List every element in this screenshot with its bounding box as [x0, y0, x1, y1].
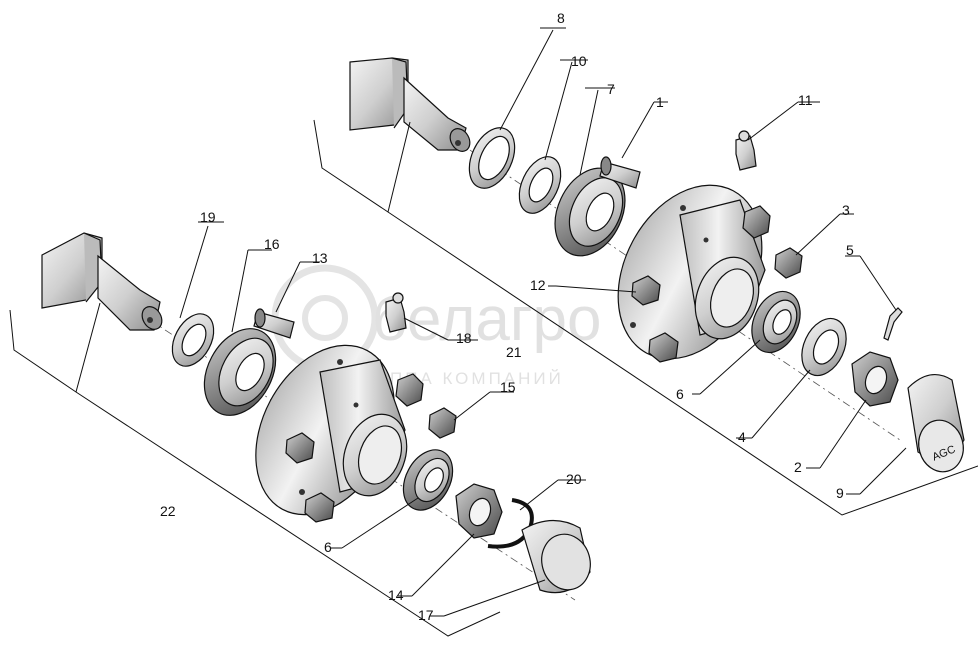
leader-9 — [859, 447, 907, 495]
label-4: 4 — [738, 429, 746, 445]
label-15: 15 — [500, 379, 516, 395]
upper-nut-3 — [774, 247, 803, 279]
label-16: 16 — [264, 236, 280, 252]
leader-7 — [579, 89, 599, 176]
upper-stud-1 — [599, 156, 641, 189]
leader-15 — [453, 391, 491, 421]
lower-assembly — [41, 232, 591, 601]
leader-2 — [819, 399, 867, 469]
label-19: 19 — [200, 209, 216, 225]
leader-16 — [231, 249, 249, 333]
leader-6-lower — [341, 497, 419, 549]
lower-castle-nut-14 — [455, 483, 503, 539]
leader-19 — [179, 225, 209, 319]
lower-bearing-16 — [203, 328, 277, 416]
leader-17 — [443, 579, 546, 617]
upper-washer-4 — [801, 317, 847, 377]
lower-bracket-tick — [75, 302, 101, 393]
leader-20 — [519, 479, 559, 511]
label-14: 14 — [388, 587, 404, 603]
label-11: 11 — [798, 92, 813, 108]
upper-seal-8 — [468, 127, 516, 189]
label-13: 13 — [312, 250, 328, 266]
label-5: 5 — [846, 242, 854, 258]
lower-stud-13 — [253, 308, 295, 339]
label-17: 17 — [418, 607, 434, 623]
upper-spindle — [349, 57, 471, 152]
lower-spindle — [41, 232, 163, 331]
upper-bearing-7 — [554, 167, 626, 257]
upper-bearing-6 — [751, 290, 801, 354]
upper-hub-nuts-12 — [631, 205, 771, 363]
leader-8 — [499, 29, 554, 131]
leader-10 — [544, 61, 573, 161]
lower-bearing-6 — [402, 449, 454, 511]
lower-nut-15 — [428, 407, 457, 439]
label-18: 18 — [456, 330, 472, 346]
label-21: 21 — [506, 344, 522, 360]
upper-bracket-tick — [387, 121, 411, 213]
upper-hub — [617, 184, 766, 360]
label-1: 1 — [656, 94, 664, 110]
leader-11 — [747, 101, 799, 141]
leader-18 — [403, 317, 449, 341]
lower-dust-cap-17 — [521, 519, 591, 594]
upper-assembly: AGC — [349, 57, 965, 473]
label-2: 2 — [794, 459, 802, 475]
label-3: 3 — [842, 202, 850, 218]
watermark: белагро ГРУППА КОМПАНИЙ — [271, 264, 601, 388]
leader-3 — [795, 213, 841, 256]
label-9: 9 — [836, 485, 844, 501]
leader-5 — [859, 255, 897, 311]
leader-4 — [751, 369, 811, 439]
label-22: 22 — [160, 503, 176, 519]
watermark-brand: белагро — [372, 285, 601, 354]
label-10: 10 — [571, 53, 587, 69]
upper-washer-10 — [518, 156, 562, 214]
lower-hub-nuts — [285, 373, 424, 523]
label-8: 8 — [557, 10, 565, 26]
label-7: 7 — [607, 81, 615, 97]
leader-1 — [621, 101, 655, 159]
leader-12 — [555, 285, 637, 293]
upper-cotter-pin-5 — [883, 307, 903, 341]
label-20: 20 — [566, 471, 582, 487]
leader-14 — [411, 533, 475, 597]
label-6-upper: 6 — [676, 386, 684, 402]
watermark-logo-inner — [302, 295, 348, 341]
part-labels: 8 10 7 1 11 3 5 12 21 6 4 2 9 19 16 13 1… — [160, 10, 854, 623]
label-12: 12 — [530, 277, 546, 293]
leader-13 — [275, 261, 301, 313]
upper-dust-cap-9: AGC — [907, 373, 965, 473]
upper-castle-nut-2 — [851, 351, 899, 407]
leader-6-upper — [699, 339, 761, 395]
lower-hub — [255, 344, 408, 516]
lower-grease-fitting-18 — [385, 292, 407, 333]
lower-washer-19 — [171, 313, 215, 367]
label-6-lower: 6 — [324, 539, 332, 555]
leader-lines — [9, 27, 978, 637]
upper-grease-fitting-11 — [735, 130, 757, 171]
